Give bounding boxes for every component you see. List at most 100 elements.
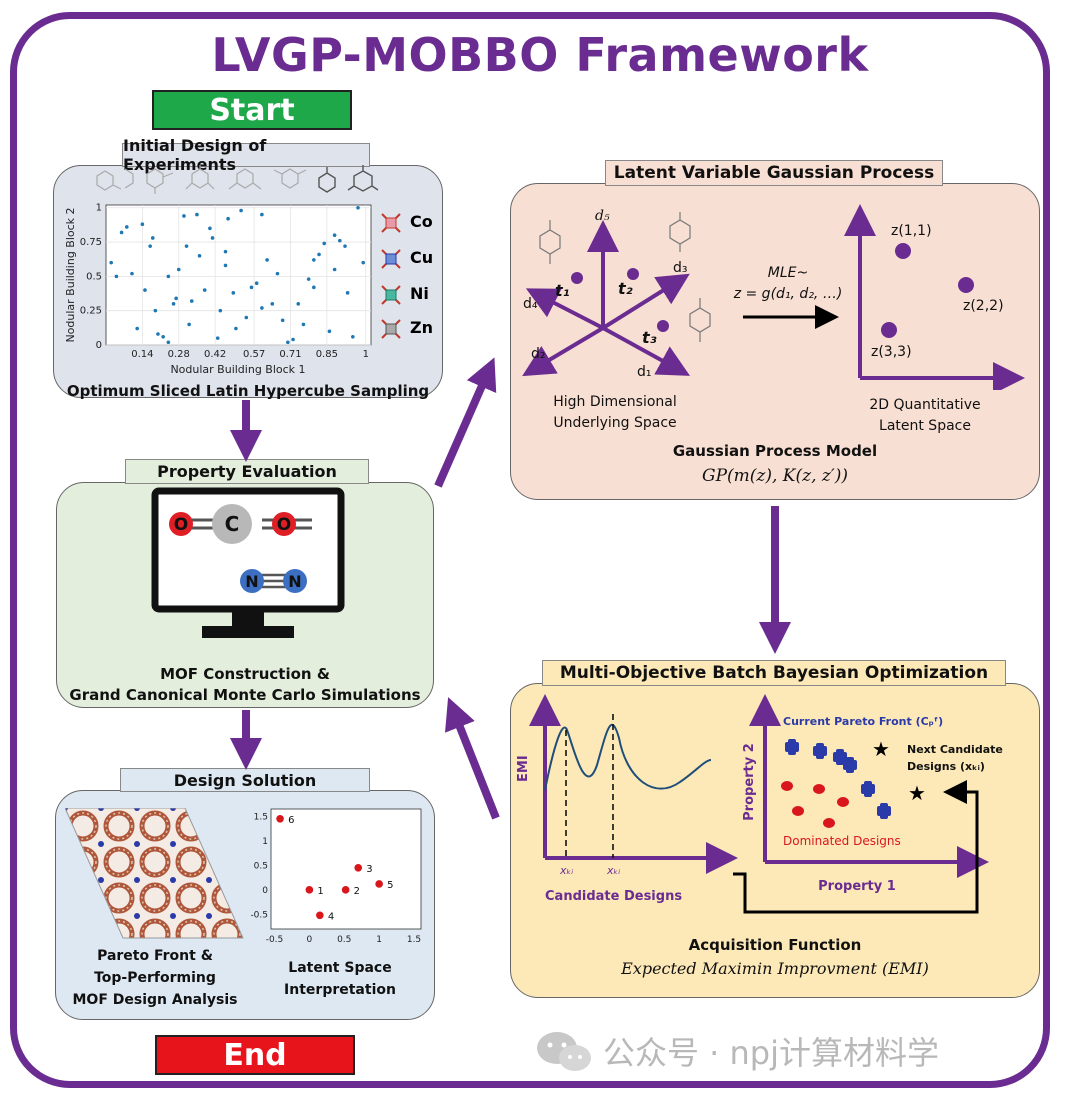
latent-z11: z(1,1) [891, 223, 932, 239]
doe-point [226, 216, 230, 221]
doe-point [174, 296, 178, 301]
latent-plot-area [270, 808, 422, 930]
doe-x-tick: 0.85 [316, 349, 338, 360]
property-1-label: Property 1 [818, 879, 896, 894]
end-block: End [155, 1035, 355, 1075]
doe-point [148, 244, 152, 248]
lvgp-left-caption-2: Underlying Space [553, 415, 677, 431]
mobbo-diagram: EMI xₖᵢ xₖᵢ Candidate Designs ★ ★ Curren… [516, 694, 1003, 914]
metal-label-zn: Zn [410, 318, 433, 337]
axis-d3: d₃ [673, 260, 688, 276]
doe-point [343, 244, 347, 248]
doe-point [306, 277, 311, 281]
pareto-front-points [785, 739, 891, 819]
design-caption-right-2: Interpretation [284, 982, 396, 998]
lvgp-right-caption-2: Latent Space [879, 418, 971, 434]
start-block: Start [152, 90, 352, 130]
doe-point [312, 258, 316, 262]
doe-x-tick: 0.71 [279, 349, 301, 360]
latent-x-tick: 0 [307, 935, 313, 945]
doe-point [351, 334, 355, 339]
acquisition-title: Acquisition Function [688, 936, 862, 954]
metal-label-co: Co [410, 212, 433, 231]
doe-point [260, 212, 264, 217]
metal-node-ni-icon [380, 284, 402, 310]
metal-label-cu: Cu [410, 248, 434, 267]
latent-point-label: 6 [288, 815, 294, 826]
doe-point [218, 308, 223, 313]
point-t3: t₃ [642, 328, 657, 347]
design-tab: Design Solution [120, 768, 370, 792]
latent-x-tick: 1 [376, 935, 382, 945]
point-t1: t₁ [555, 281, 570, 300]
doe-point [322, 241, 327, 246]
latent-y-tick: 0.5 [254, 861, 268, 871]
doe-point [197, 253, 202, 258]
point-t2: t₂ [618, 279, 633, 298]
watermark-text: 公众号 · npj计算材料学 [603, 1034, 940, 1072]
doe-caption: Optimum Sliced Latin Hypercube Sampling [66, 382, 430, 400]
axis-d4: d₄ [523, 296, 538, 312]
latent-x-tick: 0.5 [337, 935, 351, 945]
doe-point [153, 308, 158, 313]
mof-structure-image [65, 808, 244, 939]
doe-point [119, 230, 124, 235]
latent-point-label: 5 [387, 880, 393, 891]
latent-point [305, 886, 314, 894]
metal-node-cu-icon [380, 248, 402, 274]
arrow-property-to-lvgp [434, 357, 497, 488]
doe-point [171, 302, 176, 306]
doe-point [109, 260, 113, 265]
latent-point [354, 863, 363, 872]
doe-point [210, 236, 215, 240]
acquisition-formula: Expected Maximin Improvment (EMI) [621, 959, 929, 978]
x-tick-2: xₖᵢ [606, 864, 620, 877]
doe-point [332, 233, 337, 237]
pareto-front-label: Current Pareto Front (Cₚᶠ) [783, 715, 943, 728]
design-caption-right-1: Latent Space [288, 960, 392, 976]
gp-model-title: Gaussian Process Model [672, 442, 878, 460]
next-candidate-label-1: Next Candidate [907, 743, 1003, 756]
lvgp-tab: Latent Variable Gaussian Process [605, 160, 943, 186]
doe-point [135, 326, 139, 331]
doe-point [327, 329, 332, 334]
doe-point [260, 306, 264, 310]
doe-point [187, 322, 191, 327]
doe-point [317, 252, 321, 257]
latent-point [316, 911, 324, 920]
doe-x-tick: 0.42 [204, 349, 226, 360]
doe-point [182, 214, 186, 218]
axis-d1: d₁ [637, 364, 652, 380]
wechat-icon [537, 1032, 591, 1071]
metal-legend: Co Cu Ni Zn [380, 208, 440, 348]
mobbo-tab: Multi-Objective Batch Bayesian Optimizat… [542, 660, 1006, 686]
next-candidate-star-1: ★ [872, 737, 890, 761]
doe-point [239, 208, 243, 213]
metal-label-ni: Ni [410, 284, 429, 303]
framework-border [10, 12, 1050, 1088]
doe-point [249, 285, 254, 290]
doe-point [270, 302, 275, 306]
lvgp-right-caption-1: 2D Quantitative [869, 397, 981, 413]
doe-point [356, 205, 360, 210]
doe-point [244, 315, 249, 320]
doe-y-tick: 0.5 [86, 271, 102, 282]
axis-d2: d₂ [531, 346, 546, 362]
latent-y-tick: 0 [262, 886, 268, 896]
latent-point [276, 814, 284, 823]
doe-point [301, 322, 306, 327]
mle-line1: MLE~ [768, 265, 808, 281]
doe-point [338, 238, 342, 243]
doe-point [215, 336, 220, 340]
metal-node-zn-icon [380, 318, 402, 344]
atom-o-right: O [277, 515, 291, 535]
arrow-mobbo-to-property [445, 697, 500, 820]
doe-point [280, 318, 285, 323]
next-candidate-star-2: ★ [908, 781, 926, 805]
x-tick-1: xₖᵢ [559, 864, 573, 877]
doe-point [143, 288, 147, 292]
latent-point [375, 880, 383, 888]
latent-point-label: 1 [317, 886, 323, 897]
